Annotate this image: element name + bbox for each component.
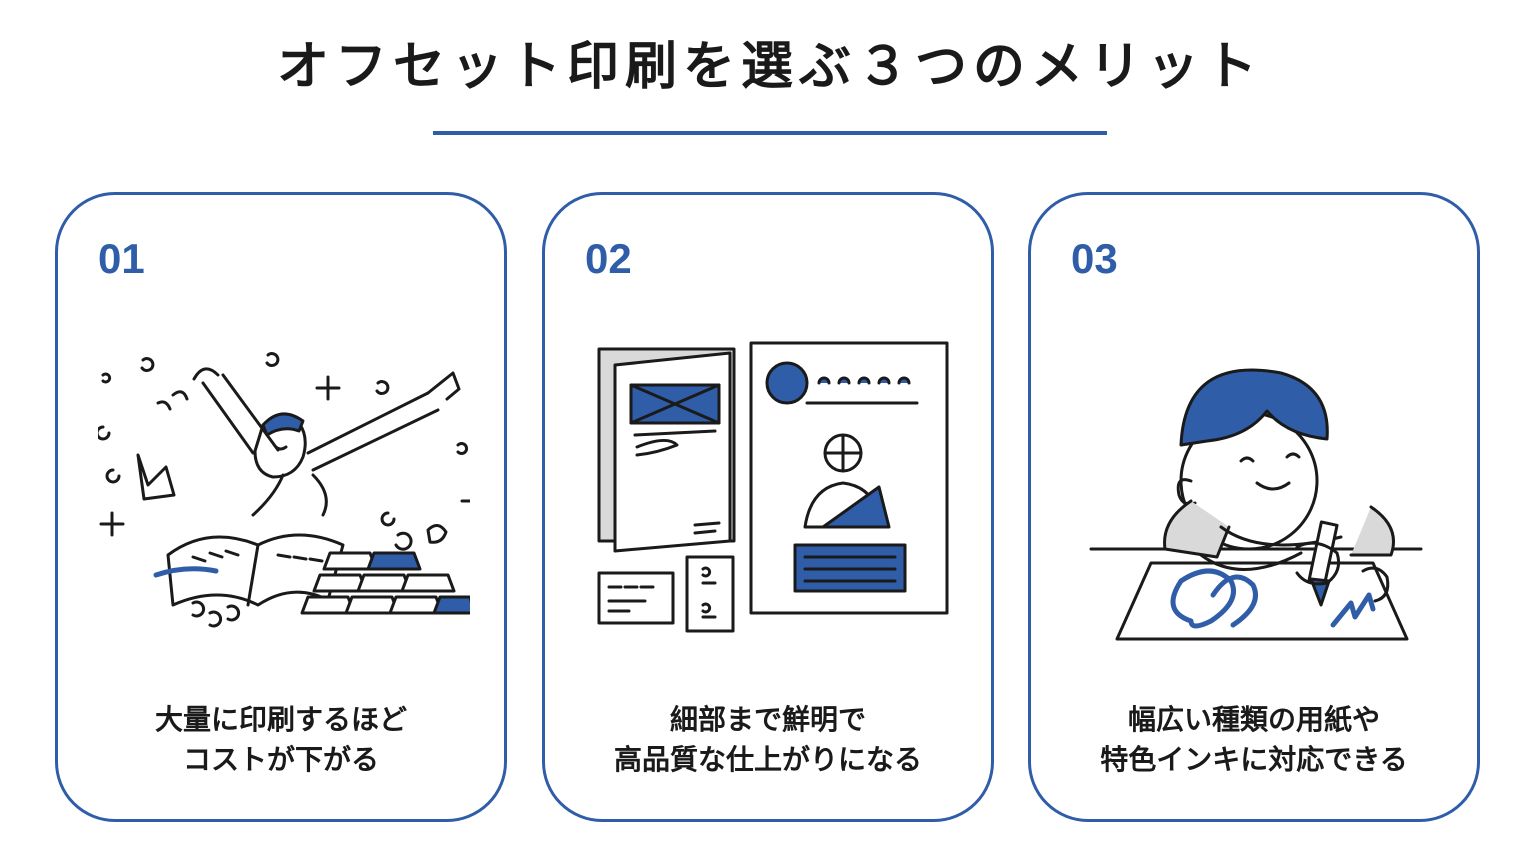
card-caption: 幅広い種類の用紙や 特色インキに対応できる xyxy=(1031,700,1477,780)
merit-card-2: 02 細部まで鮮明で 高品質な仕上がりになる xyxy=(542,192,994,822)
caption-line: 特色インキに対応できる xyxy=(1100,743,1408,776)
caption-line: 高品質な仕上がりになる xyxy=(613,743,922,776)
merit-card-3: 03 幅広い種類の用紙や 特色インキに対応できる xyxy=(1028,192,1480,822)
caption-line: 幅広い種類の用紙や xyxy=(1127,703,1380,736)
card-number: 03 xyxy=(1071,235,1118,282)
title-divider xyxy=(433,131,1107,135)
printed-documents-illustration xyxy=(597,341,949,633)
celebrating-person-illustration xyxy=(98,352,470,628)
card-caption: 細部まで鮮明で 高品質な仕上がりになる xyxy=(545,700,991,780)
page-title: オフセット印刷を選ぶ３つのメリット xyxy=(276,37,1263,97)
caption-line: コストが下がる xyxy=(182,743,379,776)
merit-card-1: 01 xyxy=(55,192,507,822)
child-drawing-illustration xyxy=(1089,368,1423,641)
card-caption: 大量に印刷するほど コストが下がる xyxy=(58,700,504,780)
caption-line: 細部まで鮮明で xyxy=(669,703,866,736)
card-number: 01 xyxy=(98,235,145,282)
card-number: 02 xyxy=(585,235,632,282)
caption-line: 大量に印刷するほど xyxy=(154,703,407,736)
